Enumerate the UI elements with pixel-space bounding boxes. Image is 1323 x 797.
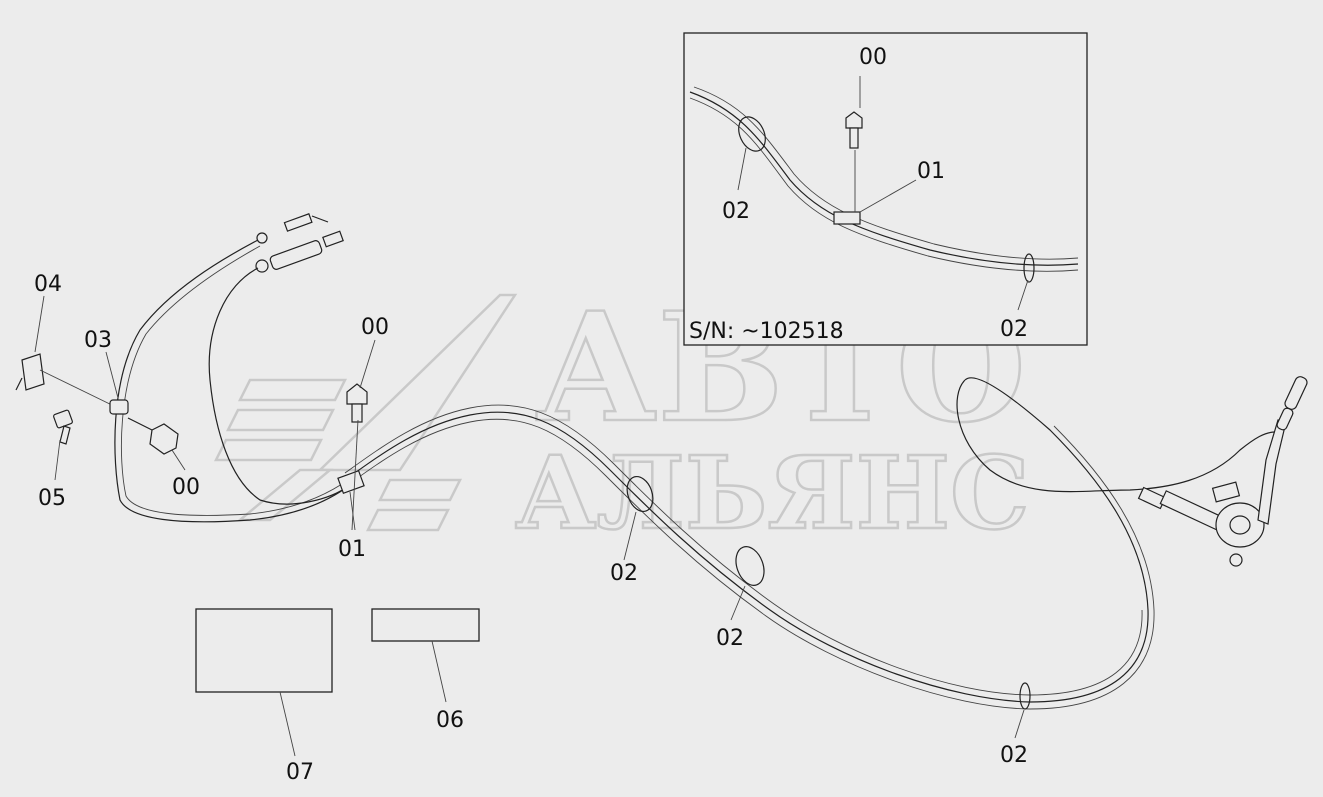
clip-bracket-icon [109,399,129,415]
callout-06: 06 [436,708,464,733]
loop-clamp-b-icon [735,546,765,586]
callout-02-c: 02 [1000,743,1028,768]
center-bracket [337,383,368,495]
loop-clamp-a-icon [626,475,654,513]
callout-00-center: 00 [361,315,389,340]
callout-00-left: 00 [172,475,200,500]
cable-main [344,377,1149,703]
center-bolt-icon [346,383,368,423]
cable-assembly [114,213,1308,710]
callout-07: 07 [286,760,314,785]
bolt-left-small-icon [53,409,73,445]
inset-frame [683,32,1088,346]
leader-lines [34,295,1025,757]
cable-left-inner [208,267,351,505]
inset-clamp-icon [1023,253,1035,283]
inset-callout-00: 00 [859,45,887,70]
bolt-left-large-icon [127,417,179,455]
item-box-07 [195,608,333,693]
hardware-left [15,353,179,455]
serial-number-note: S/N: ~102518 [689,319,844,344]
inset-callout-02-left: 02 [722,199,750,224]
inset-clamp-icon [738,116,766,152]
item-box-06 [371,608,480,642]
watermark-logo: АВТО АЛЬЯНС [213,279,1031,553]
cable-end-lower-icon [255,230,344,273]
cable-left-loop [114,239,351,523]
callout-01: 01 [338,537,366,562]
plate-bracket-icon [15,353,45,391]
cable-right-end [956,379,1276,493]
callout-02-a: 02 [610,561,638,586]
loop-clamp-c-icon [1019,682,1031,710]
watermark-line2: АЛЬЯНС [515,434,1030,552]
callout-04: 04 [34,272,62,297]
control-lever-icon [1137,376,1308,567]
watermark-emblem-icon [213,293,518,532]
inset-detail: 00 01 02 02 S/N: ~102518 [683,32,1088,346]
inset-callout-02-right: 02 [1000,317,1028,342]
inset-bolt-icon [845,111,863,149]
callout-05: 05 [38,486,66,511]
callouts: 04 03 05 00 00 01 02 02 02 06 07 [34,272,1028,785]
callout-03: 03 [84,328,112,353]
inset-callout-01: 01 [917,159,945,184]
inset-bracket-icon [833,211,861,225]
center-clamp-icon [337,469,365,495]
callout-02-b: 02 [716,626,744,651]
cable-end-upper-icon [256,213,329,244]
